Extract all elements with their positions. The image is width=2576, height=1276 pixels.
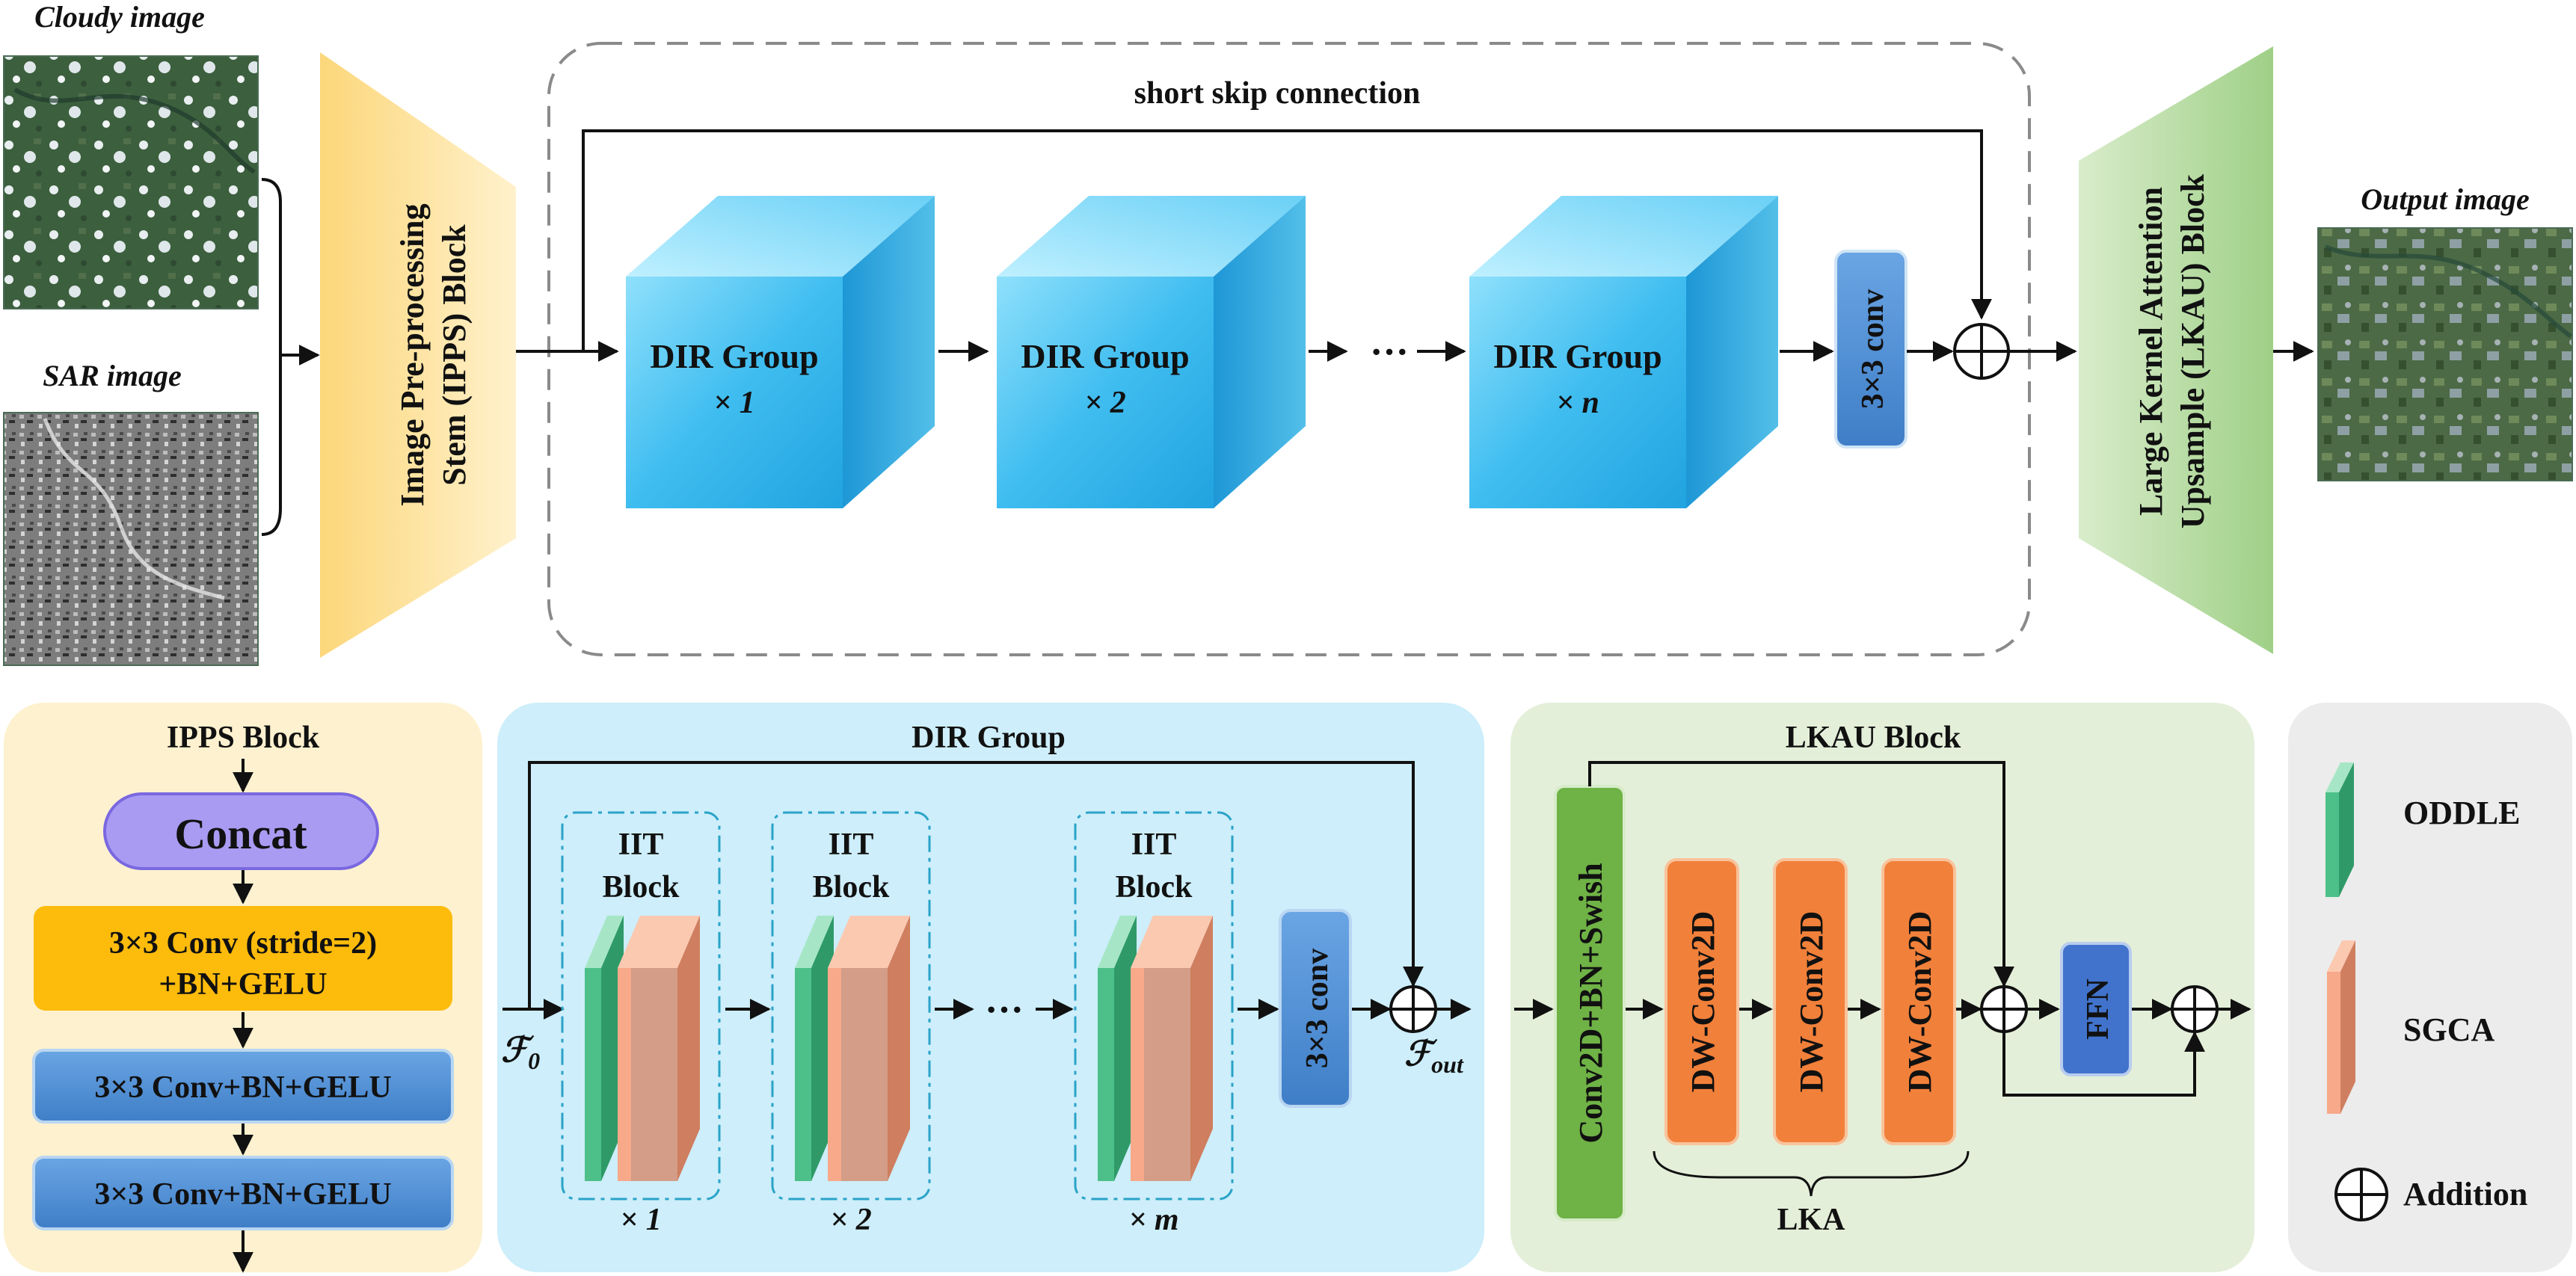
cloudy-image-label: Cloudy image bbox=[34, 0, 205, 34]
cloudy-image bbox=[3, 55, 259, 309]
sar-image bbox=[3, 412, 259, 666]
sgca-legend-icon bbox=[2327, 940, 2355, 1114]
output-image bbox=[2317, 227, 2573, 481]
lkau-stem-label-1: Large Kernel Attention bbox=[2133, 187, 2169, 516]
short-skip-connection bbox=[582, 129, 1992, 351]
dir-ellipsis: ··· bbox=[1370, 331, 1409, 374]
svg-text:× 2: × 2 bbox=[1084, 386, 1125, 420]
svg-text:3×3 Conv (stride=2): 3×3 Conv (stride=2) bbox=[109, 926, 377, 961]
dir-inner-conv-block: 3×3 conv bbox=[1279, 909, 1352, 1108]
oddle-legend-icon bbox=[2326, 762, 2354, 897]
svg-text:DW-Conv2D: DW-Conv2D bbox=[1902, 911, 1938, 1093]
lkau-addition-icon-2 bbox=[2171, 985, 2219, 1033]
svg-text:FFN: FFN bbox=[2081, 978, 2115, 1040]
lka-label: LKA bbox=[1777, 1203, 1845, 1237]
svg-text:DW-Conv2D: DW-Conv2D bbox=[1793, 911, 1830, 1093]
short-skip-label: short skip connection bbox=[1134, 76, 1421, 111]
svg-text:× 1: × 1 bbox=[713, 386, 754, 420]
svg-text:× 1: × 1 bbox=[620, 1203, 661, 1237]
ipps-conv-stride-node bbox=[34, 906, 452, 1011]
lka-brace bbox=[1653, 1150, 1970, 1197]
svg-text:3×3 conv: 3×3 conv bbox=[1300, 949, 1335, 1068]
merge-brace bbox=[261, 178, 282, 536]
iit-block-2: IIT Block × 2 bbox=[771, 811, 931, 1237]
svg-text:Block: Block bbox=[1116, 870, 1193, 904]
dir-group-cube-n: DIR Group × n bbox=[1469, 196, 1778, 508]
svg-text:Block: Block bbox=[603, 870, 680, 904]
conv-bn-swish-node: Conv2D+BN+Swish bbox=[1554, 785, 1626, 1221]
fout-label: ℱout bbox=[1404, 1035, 1464, 1078]
lkau-block-panel: LKAU Block Conv2D+BN+Swish DW-Conv2D DW-… bbox=[1510, 703, 2254, 1272]
addition-legend-label: Addition bbox=[2403, 1176, 2527, 1212]
svg-text:× n: × n bbox=[1556, 386, 1599, 420]
dw-conv-node-2: DW-Conv2D bbox=[1773, 858, 1848, 1145]
legend-panel: ODDLE SGCA Addition bbox=[2288, 703, 2572, 1272]
dir-group-cube-1: DIR Group × 1 bbox=[626, 196, 935, 508]
iit-block-1: IIT Block × 1 bbox=[561, 811, 721, 1237]
svg-text:× m: × m bbox=[1128, 1203, 1178, 1237]
lkau-addition-icon-1 bbox=[1980, 985, 2028, 1033]
dw-conv-node-1: DW-Conv2D bbox=[1664, 858, 1739, 1145]
sar-image-label: SAR image bbox=[43, 359, 182, 392]
ipps-block-panel: IPPS Block Concat 3×3 Conv (stride=2) +B… bbox=[4, 703, 482, 1273]
lkau-stem bbox=[2079, 46, 2273, 654]
ffn-node: FFN bbox=[2060, 942, 2132, 1076]
svg-text:DIR Group: DIR Group bbox=[1493, 337, 1662, 375]
lkau-stem-label-2: Upsample (LKAU) Block bbox=[2174, 173, 2211, 528]
svg-text:DW-Conv2D: DW-Conv2D bbox=[1685, 911, 1721, 1093]
dw-conv-node-3: DW-Conv2D bbox=[1881, 858, 1956, 1145]
svg-text:DIR Group: DIR Group bbox=[1021, 337, 1189, 375]
top-addition-icon bbox=[1953, 323, 2010, 380]
ipps-stem bbox=[320, 52, 516, 658]
svg-text:IIT: IIT bbox=[1131, 827, 1177, 862]
svg-text:IIT: IIT bbox=[829, 827, 874, 862]
svg-text:IIT: IIT bbox=[618, 827, 664, 862]
top-flow: Cloudy image SAR image Image Pre-process… bbox=[3, 0, 2573, 666]
concat-node bbox=[103, 792, 379, 870]
svg-text:DIR Group: DIR Group bbox=[650, 337, 818, 375]
svg-text:Conv2D+BN+Swish: Conv2D+BN+Swish bbox=[1573, 863, 1609, 1143]
dir-groups-container bbox=[547, 42, 2031, 656]
oddle-legend-label: ODDLE bbox=[2403, 795, 2520, 831]
output-image-label: Output image bbox=[2361, 182, 2530, 216]
ipps-block-title: IPPS Block bbox=[167, 721, 320, 755]
dir-group-panel: DIR Group ℱ0 IIT Block × 1 IIT Block bbox=[497, 703, 1484, 1272]
dir-group-cube-2: DIR Group × 2 bbox=[997, 196, 1306, 508]
svg-text:Concat: Concat bbox=[174, 810, 307, 858]
ipps-conv-node-3 bbox=[32, 1156, 454, 1230]
addition-legend-icon bbox=[2334, 1168, 2388, 1221]
svg-text:3×3 Conv+BN+GELU: 3×3 Conv+BN+GELU bbox=[94, 1070, 391, 1105]
sgca-legend-label: SGCA bbox=[2403, 1011, 2494, 1048]
top-conv-block: 3×3 conv bbox=[1834, 250, 1908, 449]
svg-text:3×3 conv: 3×3 conv bbox=[1856, 289, 1890, 409]
svg-text:Block: Block bbox=[813, 870, 890, 904]
dir-addition-icon bbox=[1389, 985, 1437, 1033]
dir-group-title: DIR Group bbox=[912, 721, 1066, 755]
ipps-stem-label-2: Stem (IPPS) Block bbox=[436, 224, 473, 486]
iit-block-m: IIT Block × m bbox=[1074, 811, 1234, 1237]
svg-text:× 2: × 2 bbox=[830, 1203, 871, 1237]
svg-text:3×3 Conv+BN+GELU: 3×3 Conv+BN+GELU bbox=[94, 1177, 391, 1212]
ipps-stem-label-1: Image Pre-processing bbox=[394, 203, 431, 506]
ipps-conv-node-2 bbox=[32, 1049, 454, 1124]
svg-text:+BN+GELU: +BN+GELU bbox=[159, 967, 327, 1002]
lkau-block-title: LKAU Block bbox=[1786, 721, 1961, 755]
iit-ellipsis: ··· bbox=[985, 989, 1024, 1032]
